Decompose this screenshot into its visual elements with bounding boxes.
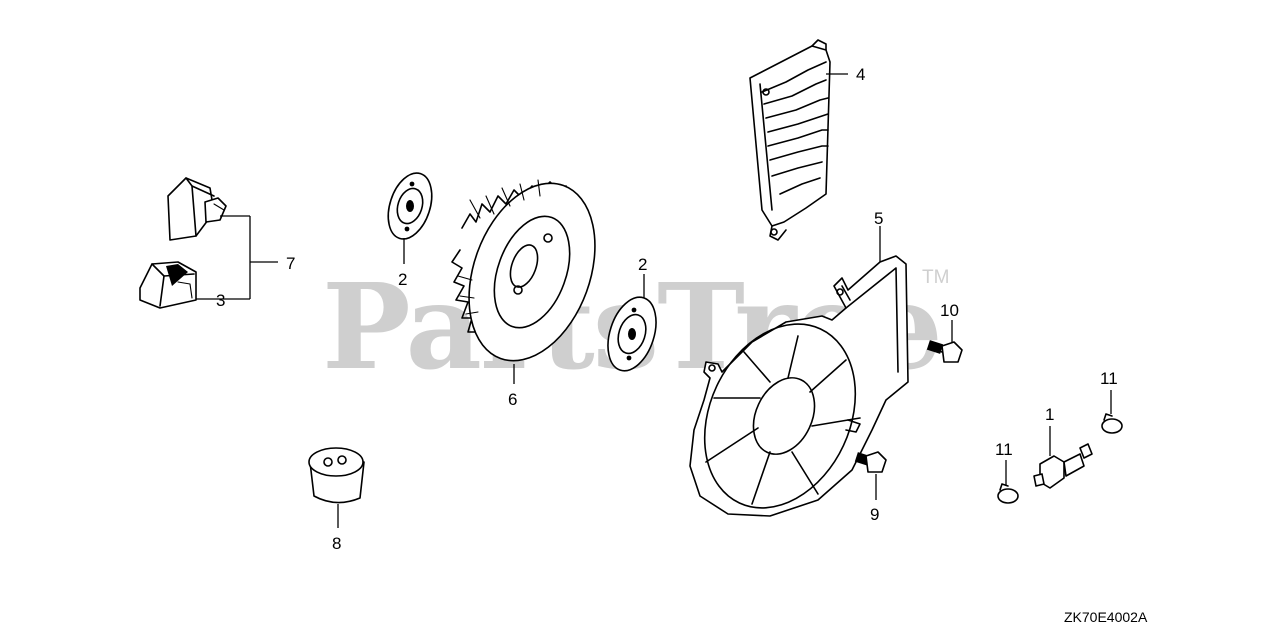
part-washer-lower[interactable] — [599, 274, 664, 377]
callout-10[interactable]: 10 — [940, 301, 959, 320]
watermark-trademark: TM — [922, 267, 949, 288]
callout-4[interactable]: 4 — [856, 65, 865, 84]
diagram-code: ZK70E4002A — [1064, 609, 1148, 625]
callout-3[interactable]: 3 — [216, 291, 225, 310]
callout-6[interactable]: 6 — [508, 390, 517, 409]
part-switch-upper[interactable] — [167, 177, 227, 241]
part-bolt-10[interactable] — [926, 320, 963, 363]
callout-7[interactable]: 7 — [286, 254, 295, 273]
part-switch-lower[interactable] — [139, 261, 197, 309]
callout-2-lower[interactable]: 2 — [638, 255, 647, 274]
callout-5[interactable]: 5 — [874, 209, 883, 228]
part-washer-upper[interactable] — [380, 167, 439, 264]
callout-8[interactable]: 8 — [332, 534, 341, 553]
part-clip-left[interactable] — [997, 460, 1019, 504]
part-bolt-9[interactable] — [854, 451, 887, 500]
callout-9[interactable]: 9 — [870, 505, 879, 524]
part-air-guide[interactable] — [749, 39, 848, 241]
leader-bracket-7 — [196, 215, 278, 300]
callout-1[interactable]: 1 — [1045, 405, 1054, 424]
part-fan-cover[interactable] — [676, 226, 909, 533]
part-rubber-bumper[interactable] — [308, 447, 365, 528]
callout-11-left[interactable]: 11 — [995, 440, 1013, 459]
part-valve[interactable] — [1033, 426, 1093, 489]
part-flywheel[interactable] — [446, 166, 618, 384]
callout-11-right[interactable]: 11 — [1100, 369, 1118, 388]
part-clip-right[interactable] — [1101, 390, 1123, 434]
callout-2-upper[interactable]: 2 — [398, 270, 407, 289]
